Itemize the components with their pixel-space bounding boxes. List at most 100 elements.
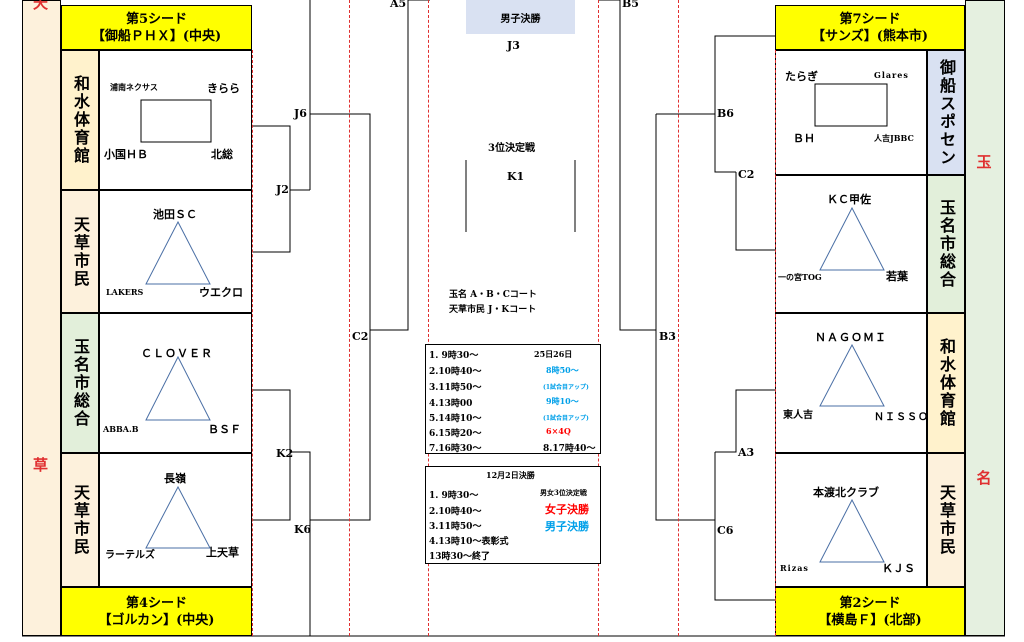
seed-7-team: 【サンズ】(熊本市) [811,28,929,44]
schedule-box-1: 1. 9時30～ 2.10時40～ 3.11時50～ 4.13時00 5.14時… [425,344,601,454]
triangle-left-3 [145,355,211,421]
court-note-1: 玉名 A・B・Cコート [449,290,537,300]
guide-line-1 [252,50,253,636]
bracket-left-k2-out [290,451,311,636]
group-box-left-2 [99,190,252,313]
sched2-row-2: 2.10時40～ [429,507,482,517]
bracket-left-c2 [345,113,371,521]
round-c6: C6 [717,524,734,537]
final-box: 男子決勝 [466,0,575,34]
team-l3-top: ＣＬＯＶＥＲ [141,347,213,360]
venue-left-1: 和水体育館 [61,50,99,190]
team-r3-top: ＮＡＧＯＭＩ [815,331,887,344]
sched1-note-2: (1試合目アップ) [543,384,589,391]
sched1-row-5: 5.14時10～ [429,414,482,424]
bracket-right-b6 [714,35,775,173]
team-r1-c: ＢＨ [793,132,815,145]
final-label: 男子決勝 [500,13,541,25]
guide-line-5 [678,0,679,636]
guide-line-6 [775,50,776,636]
sched2-row-1: 1. 9時30～ [429,491,479,501]
round-c2-right: C2 [738,168,755,181]
team-l1-a: 浦南ネクサス [110,82,158,92]
round-b6: B6 [717,107,734,120]
team-l4-top: 長嶺 [164,472,186,485]
team-l1-c: 小国ＨＢ [104,148,148,161]
team-r4-bl: Rizas [780,563,809,573]
bracket-right-b3 [655,114,680,521]
sched2-row-5: 13時30～終了 [429,552,491,562]
team-l4-br: 上天草 [206,546,239,559]
triangle-right-2 [819,206,885,271]
bracket-right-c2 [735,172,775,251]
round-k6: K6 [294,523,312,536]
round-b5: B5 [622,0,639,10]
group-rect-left-1 [140,99,212,143]
venue-right-2: 玉名市総合 [927,175,965,313]
round-k2: K2 [276,447,294,460]
seed-5-label: 第5シード [125,11,188,27]
side-char-right-top: 玉 [976,153,994,171]
bracket-left-k2 [252,389,291,521]
bracket-left-j6-top [309,0,345,115]
sched1-note-6: 8.17時40～ [543,444,596,454]
group-box-left-3 [99,313,252,453]
team-r1-a: たらぎ [785,70,818,83]
sched2-note-2: 女子決勝 [545,503,589,516]
team-l3-bl: ABBA.B [103,424,139,434]
triangle-right-3 [819,343,885,407]
sched1-note-3: 9時10～ [546,396,579,406]
venue-right-4: 天草市民 [927,453,965,587]
group-box-left-1 [99,50,252,190]
venue-left-4: 天草市民 [61,453,99,587]
seed-4-label: 第4シード [125,595,188,611]
sched1-row-1: 1. 9時30～ [429,351,479,361]
triangle-right-4 [819,498,885,563]
venue-left-2: 天草市民 [61,190,99,313]
round-j3: J3 [507,39,520,52]
sched1-note-1: 8時50～ [546,365,579,375]
sched1-date: 25日26日 [534,349,573,359]
court-note-2: 天草市民 J・Kコート [449,305,537,315]
bracket-right-b5 [598,0,656,331]
team-l3-br: ＢＳＦ [208,423,241,436]
sched1-row-3: 3.11時50～ [429,383,482,393]
team-r2-br: 若葉 [886,270,908,283]
triangle-left-4 [145,485,211,549]
seed-2-label: 第2シード [839,595,901,611]
sched1-row-7: 7.16時30～ [429,444,482,454]
seed-7-box: 第7シード 【サンズ】(熊本市) [775,5,965,50]
sched1-note-4: (1試合目アップ) [543,415,589,422]
team-l2-br: ウエクロ [199,286,243,299]
team-r1-b: Glares [874,70,909,80]
round-a5: A5 [390,0,407,10]
round-k1: K1 [507,170,525,183]
group-box-left-4 [99,453,252,587]
seed-2-box: 第2シード 【横島Ｆ】(北部) [775,587,965,636]
third-place-label: 3位決定戦 [488,143,535,154]
round-j2: J2 [276,183,289,196]
venue-right-3: 和水体育館 [927,313,965,453]
round-b3: B3 [659,330,676,343]
venue-left-3: 玉名市総合 [61,313,99,453]
team-l1-b: きらら [207,82,240,95]
left-side-band: 天 草 [22,0,61,636]
sched1-row-2: 2.10時40～ [429,367,482,377]
right-side-band: 玉 名 [965,0,1005,636]
sched1-note-5: 6×4Q [546,426,571,436]
seed-5-team: 【御船ＰＨＸ】(中央) [91,28,222,44]
sched2-title: 12月2日決勝 [486,470,535,480]
guide-line-3 [428,0,429,636]
side-char-right-bottom: 名 [976,469,994,487]
round-a3: A3 [738,446,755,459]
team-r2-bl: 一の宮TOG [778,272,822,282]
team-r3-br: ＮＩＳＳＯ [874,412,929,423]
seed-7-label: 第7シード [839,11,901,27]
round-c2-left: C2 [352,330,369,343]
bracket-right-c6 [714,452,775,601]
sched2-note-3: 男子決勝 [545,520,589,533]
guide-line-2 [349,0,350,636]
team-r3-bl: 東人吉 [783,410,813,421]
guide-line-4 [598,0,599,636]
